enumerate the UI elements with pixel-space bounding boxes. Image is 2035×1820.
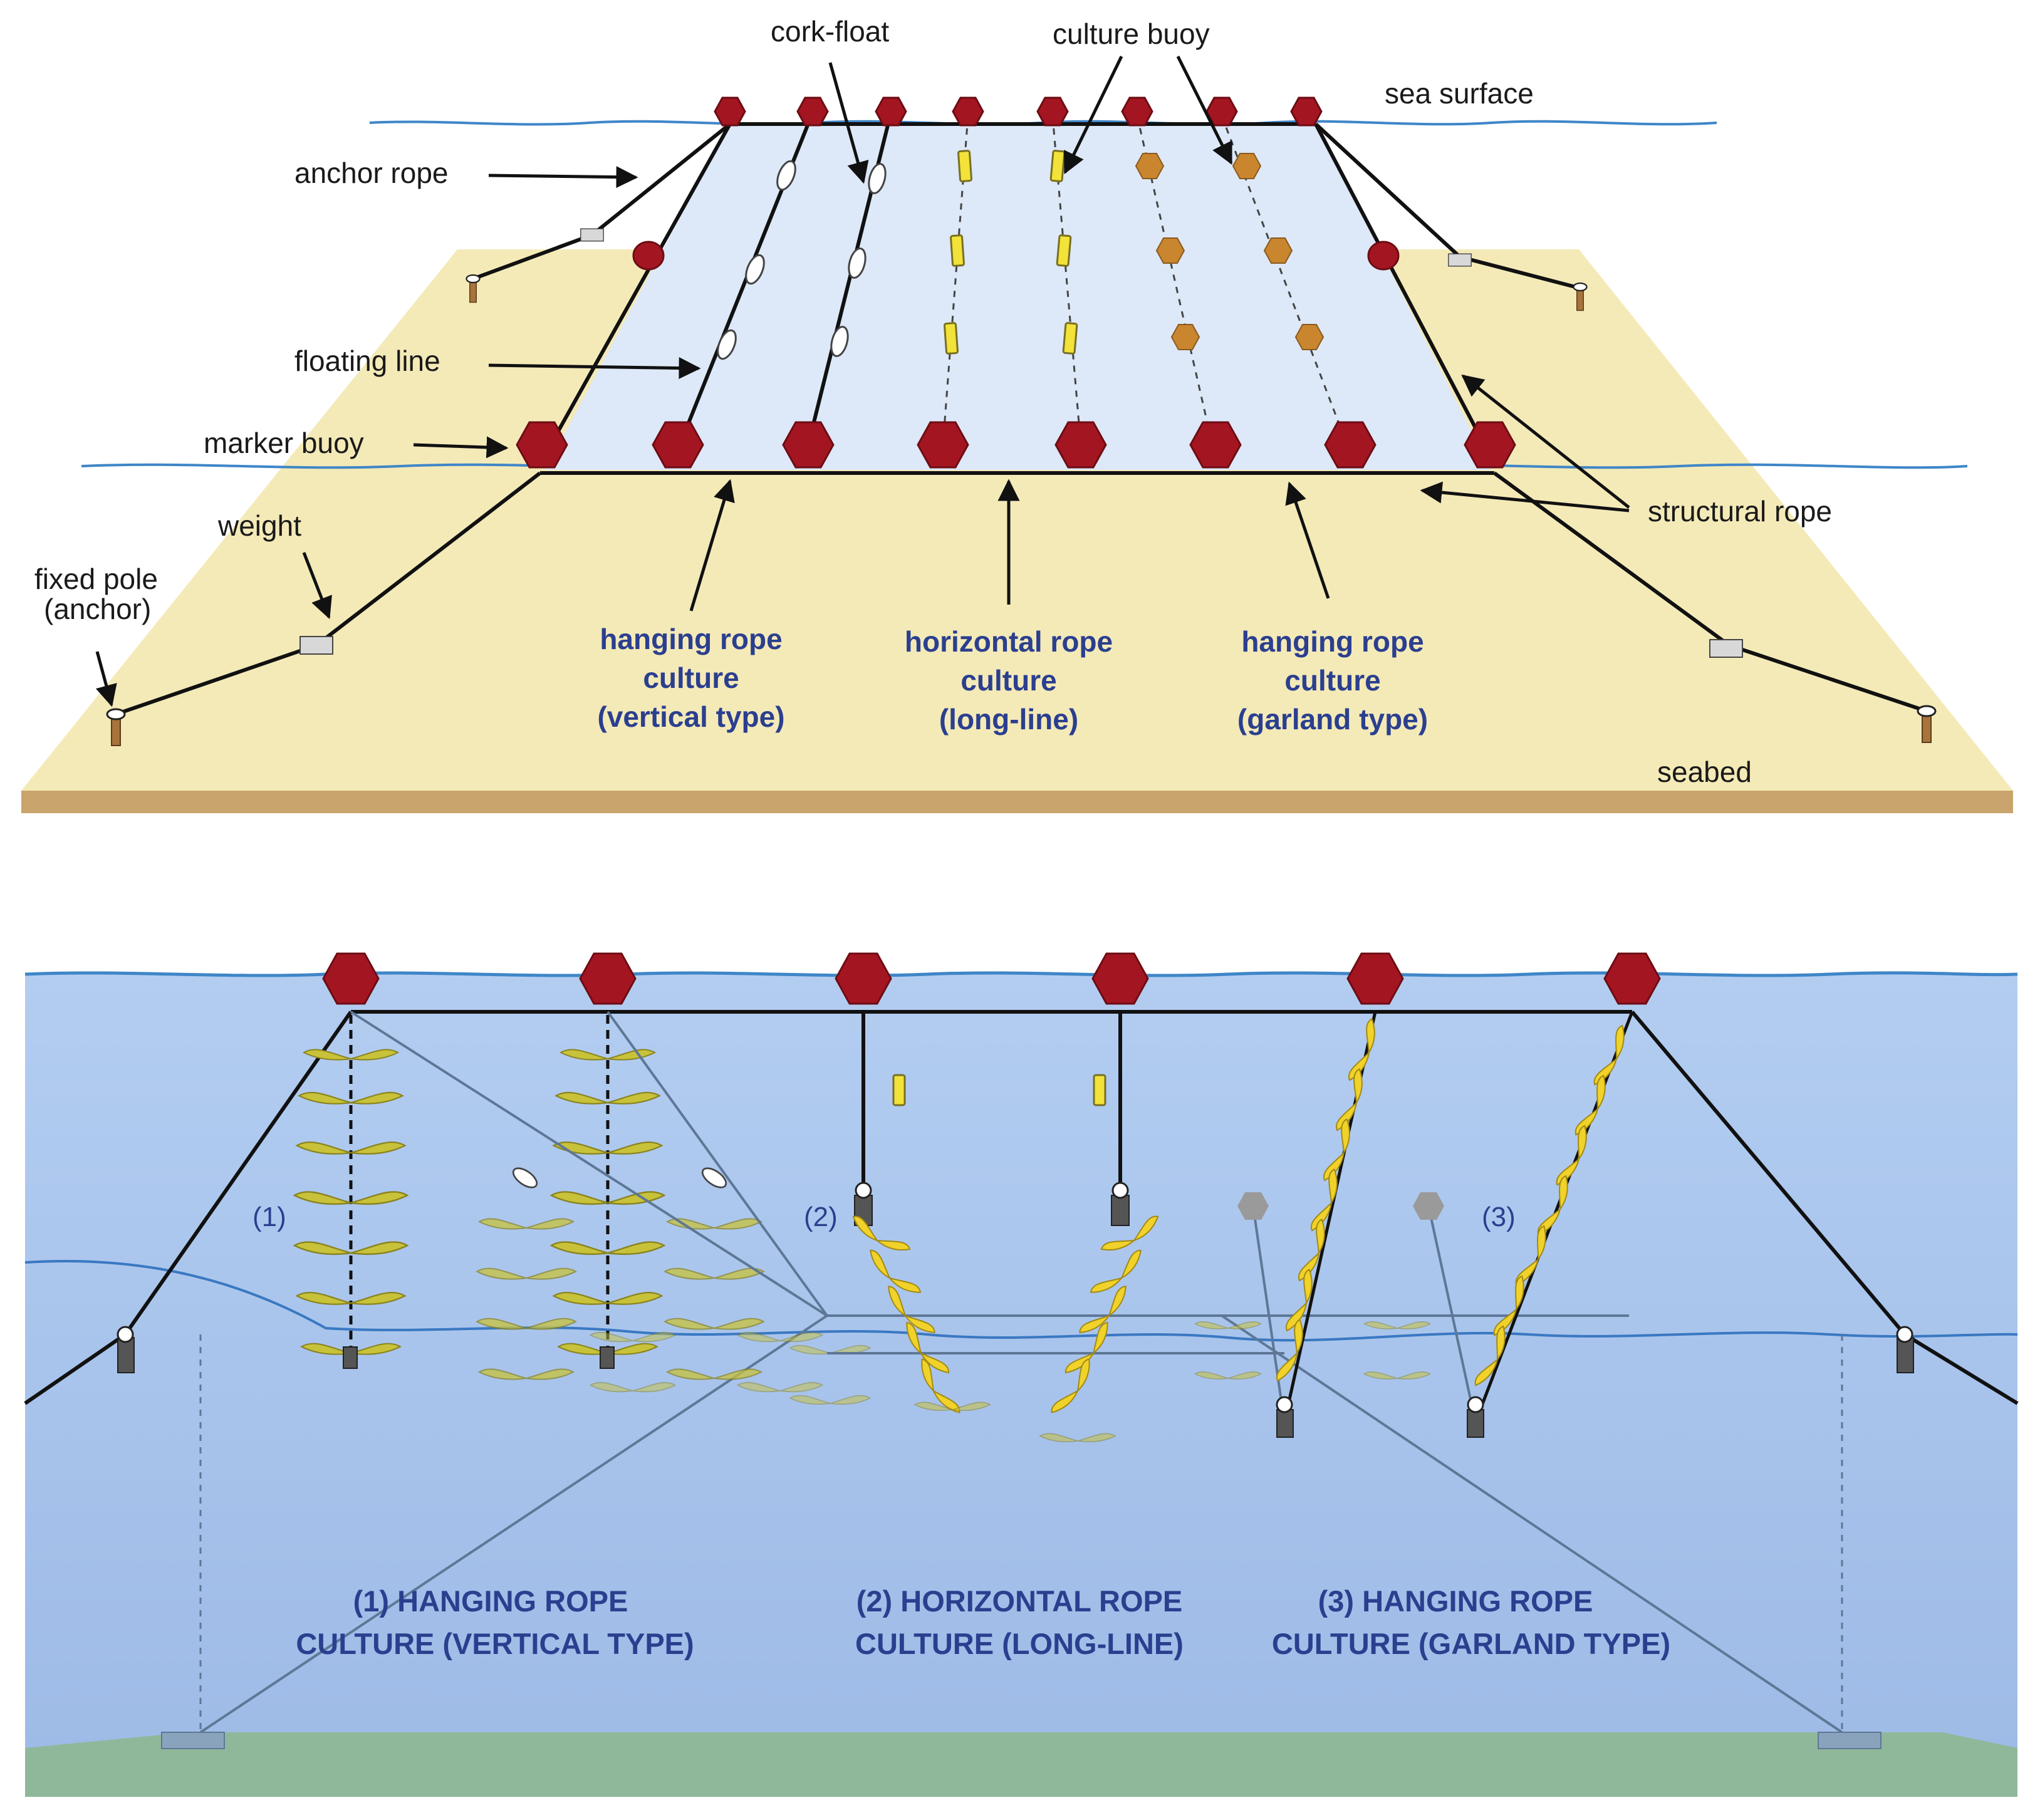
seabed-label: seabed xyxy=(1657,756,1752,788)
culture-type-1-line-1: hanging rope xyxy=(600,623,782,655)
marker-buoys-far xyxy=(714,96,1323,127)
type-number-2: (2) xyxy=(804,1202,838,1232)
culture-type-3-line-3: (garland type) xyxy=(1237,703,1428,736)
culture-type-2-line-2: culture xyxy=(960,664,1056,697)
fixed-pole-label-1: fixed pole xyxy=(34,563,158,595)
water-inner-wave xyxy=(24,1259,2018,1342)
bottom-captions: (1) HANGING ROPE CULTURE (VERTICAL TYPE)… xyxy=(296,1584,1670,1660)
water-body xyxy=(25,974,2017,1795)
sea-floor xyxy=(25,1732,2017,1797)
culture-type-2-line-3: (long-line) xyxy=(939,703,1078,736)
caption-1-line-1: (1) HANGING ROPE xyxy=(353,1584,628,1618)
farm-area xyxy=(545,124,1491,470)
cork-float-label: cork-float xyxy=(771,15,889,48)
top-diagram: cork-float culture buoy sea surface anch… xyxy=(21,15,2013,813)
caption-3-line-2: CULTURE (GARLAND TYPE) xyxy=(1272,1627,1670,1660)
bottom-dashed-lines xyxy=(199,1334,1843,1732)
seaweed-vertical xyxy=(293,1011,871,1405)
structural-rope-label: structural rope xyxy=(1648,495,1832,528)
culture-type-labels: hanging rope culture (vertical type) hor… xyxy=(597,623,1428,736)
weight-label: weight xyxy=(217,509,301,542)
culture-type-2-line-1: horizontal rope xyxy=(905,625,1113,658)
caption-1-line-2: CULTURE (VERTICAL TYPE) xyxy=(296,1627,694,1660)
bottom-diagram: (1) (2) (3) (1) HANGING ROPE CULTURE (VE… xyxy=(24,952,2019,1797)
anchor-rope-label: anchor rope xyxy=(294,157,449,189)
side-buoys xyxy=(632,241,1400,271)
bottom-side-weights xyxy=(117,1326,1914,1749)
culture-type-3-line-1: hanging rope xyxy=(1241,625,1423,658)
seaweed-garland xyxy=(1194,1011,1634,1438)
sea-surface-label: sea surface xyxy=(1385,77,1534,110)
seabed-edge xyxy=(21,791,2013,813)
fixed-pole-label-2: (anchor) xyxy=(44,593,151,625)
annotation-arrows xyxy=(95,55,1630,707)
culture-buoy-label: culture buoy xyxy=(1053,18,1210,50)
seabed-plane xyxy=(21,249,2013,791)
seaweed-long-line xyxy=(827,1012,1284,1443)
culture-type-1-line-3: (vertical type) xyxy=(597,700,784,733)
caption-2-line-2: CULTURE (LONG-LINE) xyxy=(855,1627,1184,1660)
type-number-1: (1) xyxy=(252,1202,286,1232)
type-number-3: (3) xyxy=(1482,1202,1516,1232)
culture-type-3-line-2: culture xyxy=(1284,664,1380,697)
marker-buoy-label: marker buoy xyxy=(204,427,364,459)
floating-line-label: floating line xyxy=(294,345,440,377)
caption-3-line-1: (3) HANGING ROPE xyxy=(1318,1584,1593,1618)
caption-2-line-1: (2) HORIZONTAL ROPE xyxy=(856,1584,1183,1618)
culture-type-1-line-2: culture xyxy=(643,662,739,694)
